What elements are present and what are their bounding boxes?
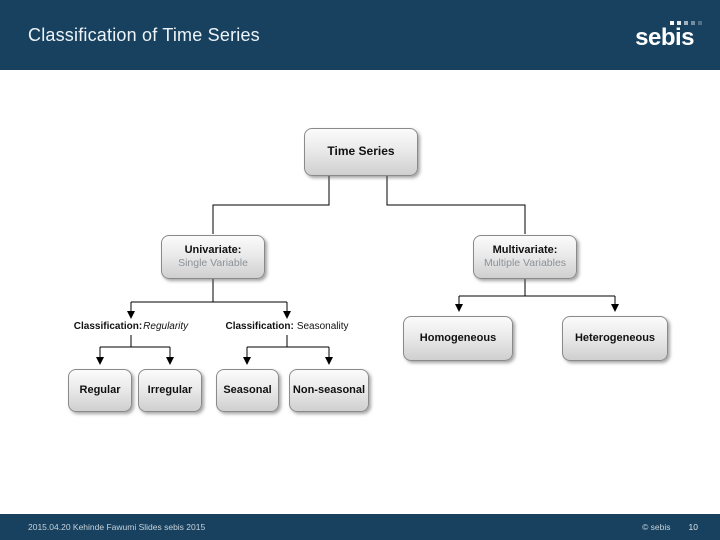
page-title: Classification of Time Series xyxy=(28,24,260,45)
node-univariate: Univariate: Single Variable xyxy=(161,235,265,279)
node-seasonal: Seasonal xyxy=(216,369,279,412)
node-label: Univariate: xyxy=(184,244,242,257)
node-label: Seasonal xyxy=(223,384,272,397)
footer-copyright: © sebis xyxy=(642,522,671,532)
node-label: Irregular xyxy=(147,384,193,397)
node-multivariate: Multivariate: Multiple Variables xyxy=(473,235,577,279)
label-value: Regularity xyxy=(143,321,189,332)
slide-page-number: 10 xyxy=(688,522,698,532)
node-label: Regular xyxy=(79,384,121,397)
slide-footer: 2015.04.20 Kehinde Fawumi Slides sebis 2… xyxy=(0,514,720,540)
label-classification-seasonality: Classification:Seasonality xyxy=(216,321,358,332)
node-label: Non-seasonal xyxy=(292,384,366,397)
label-value: Seasonality xyxy=(296,321,349,332)
node-regular: Regular xyxy=(68,369,132,412)
label-prefix: Classification: xyxy=(225,321,294,332)
logo-dots-icon xyxy=(670,20,702,25)
node-label: Time Series xyxy=(327,144,395,159)
node-label: Heterogeneous xyxy=(574,332,656,345)
node-heterogeneous: Heterogeneous xyxy=(562,316,668,361)
node-label: Multivariate: xyxy=(492,244,558,257)
node-sublabel: Single Variable xyxy=(178,257,248,270)
logo-text: sebis xyxy=(635,23,694,51)
sebis-logo: sebis xyxy=(635,20,702,51)
node-irregular: Irregular xyxy=(138,369,202,412)
node-label: Homogeneous xyxy=(419,332,497,345)
node-homogeneous: Homogeneous xyxy=(403,316,513,361)
node-sublabel: Multiple Variables xyxy=(483,257,567,270)
label-classification-regularity: Classification:Regularity xyxy=(60,321,202,332)
footer-credits: 2015.04.20 Kehinde Fawumi Slides sebis 2… xyxy=(28,522,206,532)
node-time-series: Time Series xyxy=(304,128,418,176)
label-prefix: Classification: xyxy=(73,321,143,332)
node-non-seasonal: Non-seasonal xyxy=(289,369,369,412)
slide-header: Classification of Time Series sebis xyxy=(0,0,720,70)
